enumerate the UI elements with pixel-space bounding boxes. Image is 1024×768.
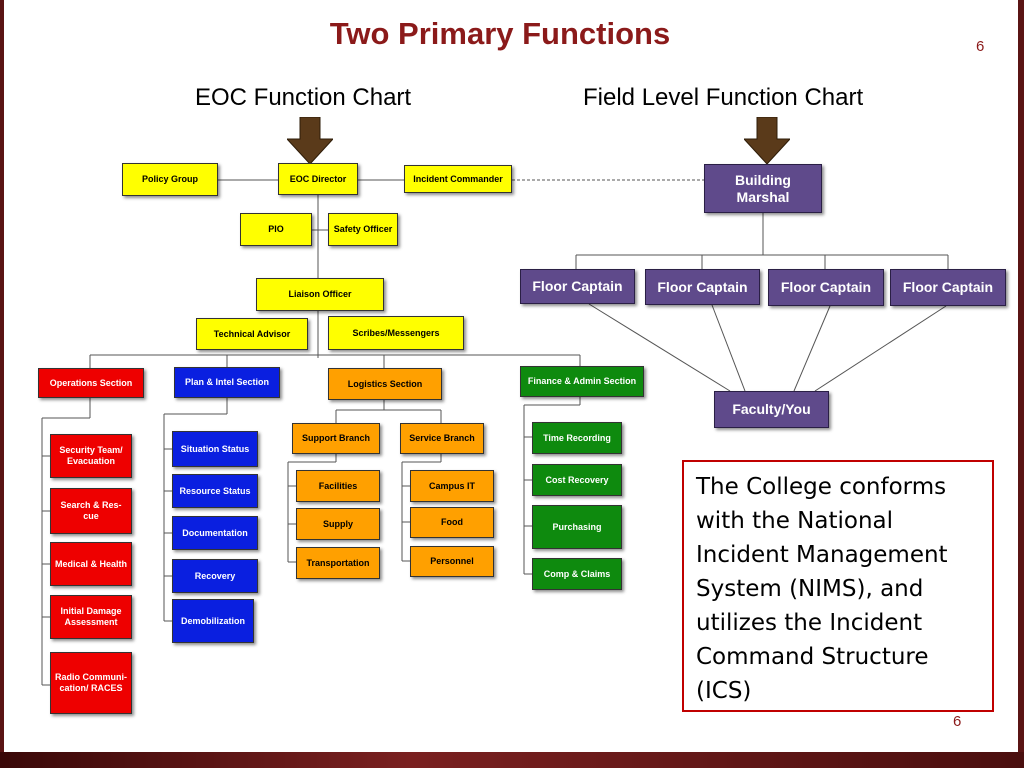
scribes-messengers-box: Scribes/Messengers — [328, 316, 464, 350]
floor-captain-box-4: Floor Captain — [890, 269, 1006, 306]
technical-advisor-box: Technical Advisor — [196, 318, 308, 350]
demobilization-box: Demobilization — [172, 599, 254, 643]
field-chart-heading: Field Level Function Chart — [583, 84, 864, 111]
service-branch-box: Service Branch — [400, 423, 484, 454]
safety-officer-box: Safety Officer — [328, 213, 398, 246]
radio-communication-box: Radio Communi-cation/ RACES — [50, 652, 132, 714]
cost-recovery-box: Cost Recovery — [532, 464, 622, 496]
search-rescue-box: Search & Res-cue — [50, 488, 132, 534]
field-down-arrow-icon — [744, 117, 790, 165]
eoc-down-arrow-icon — [287, 117, 333, 165]
time-recording-box: Time Recording — [532, 422, 622, 454]
comp-claims-box: Comp & Claims — [532, 558, 622, 590]
floor-captain-box-1: Floor Captain — [520, 269, 635, 304]
supply-box: Supply — [296, 508, 380, 540]
situation-status-box: Situation Status — [172, 431, 258, 467]
faculty-you-box: Faculty/You — [714, 391, 829, 428]
personnel-box: Personnel — [410, 546, 494, 577]
purchasing-box: Purchasing — [532, 505, 622, 549]
page-number-bottom: 6 — [953, 713, 962, 730]
finance-admin-section-box: Finance & Admin Section — [520, 366, 644, 397]
incident-commander-box: Incident Commander — [404, 165, 512, 193]
slide-title: Two Primary Functions — [329, 16, 671, 51]
initial-damage-assessment-box: Initial Damage Assessment — [50, 595, 132, 639]
transportation-box: Transportation — [296, 547, 380, 579]
liaison-officer-box: Liaison Officer — [256, 278, 384, 311]
eoc-director-box: EOC Director — [278, 163, 358, 195]
operations-section-box: Operations Section — [38, 368, 144, 398]
page-number-top: 6 — [976, 38, 985, 55]
facilities-box: Facilities — [296, 470, 380, 502]
building-marshal-box: Building Marshal — [704, 164, 822, 213]
pio-box: PIO — [240, 213, 312, 246]
logistics-section-box: Logistics Section — [328, 368, 442, 400]
support-branch-box: Support Branch — [292, 423, 380, 454]
medical-health-box: Medical & Health — [50, 542, 132, 586]
nims-note: The College conforms with the National I… — [682, 460, 994, 712]
bottom-band — [0, 752, 1024, 768]
recovery-box: Recovery — [172, 559, 258, 593]
eoc-chart-heading: EOC Function Chart — [195, 84, 412, 111]
policy-group-box: Policy Group — [122, 163, 218, 196]
security-evacuation-box: Security Team/ Evacuation — [50, 434, 132, 478]
floor-captain-box-3: Floor Captain — [768, 269, 884, 306]
plan-intel-section-box: Plan & Intel Section — [174, 367, 280, 398]
documentation-box: Documentation — [172, 516, 258, 550]
campus-it-box: Campus IT — [410, 470, 494, 502]
floor-captain-box-2: Floor Captain — [645, 269, 760, 305]
resource-status-box: Resource Status — [172, 474, 258, 508]
food-box: Food — [410, 507, 494, 538]
